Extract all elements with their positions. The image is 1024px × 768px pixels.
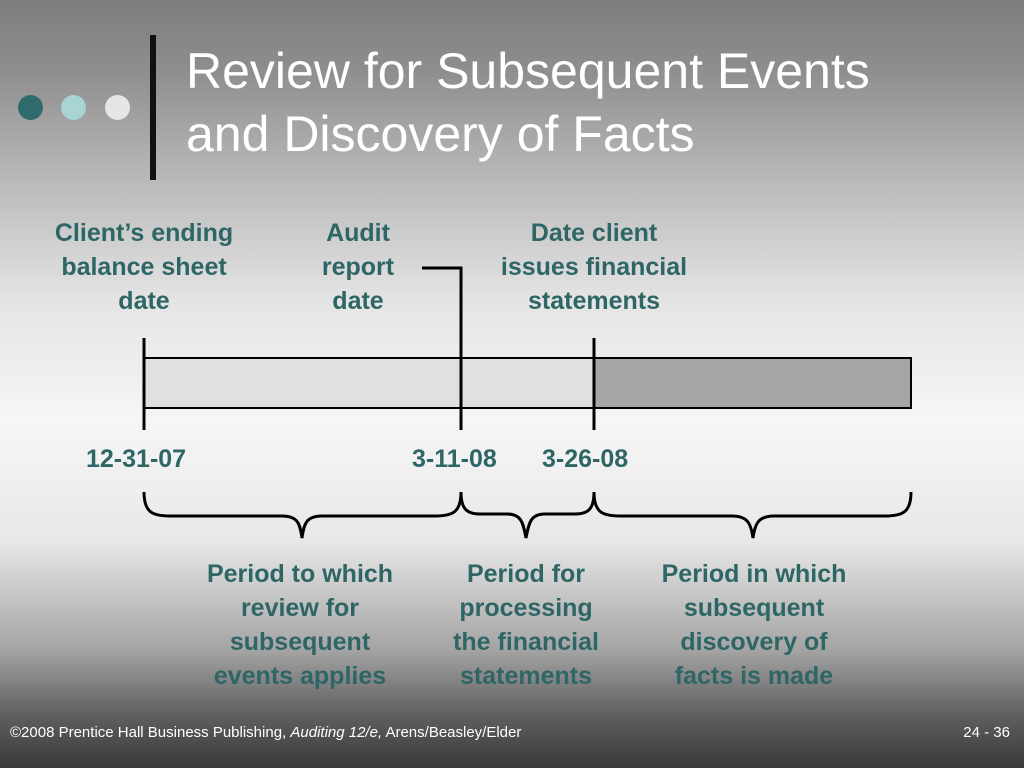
label-line: subsequent — [229, 628, 371, 656]
slide-title: Review for Subsequent Events and Discove… — [186, 40, 1016, 166]
label-line: date — [332, 287, 384, 315]
label-line: Audit — [326, 219, 390, 247]
authors-text: Arens/Beasley/Elder — [382, 724, 522, 741]
label-issue-date: Date client issues financial statements — [478, 216, 710, 318]
brace-processing — [459, 491, 596, 539]
label-line: Period for — [466, 560, 586, 588]
label-balance-sheet-date: Client’s ending balance sheet date — [30, 216, 258, 318]
dot-light-gray — [105, 95, 130, 120]
label-line: balance sheet — [61, 253, 227, 281]
label-line: subsequent — [683, 594, 825, 622]
title-line-2: and Discovery of Facts — [186, 106, 695, 162]
brace-review — [142, 491, 463, 539]
label-audit-report-date: Audit report date — [298, 216, 418, 318]
page-number: 24 - 36 — [963, 724, 1010, 741]
date-audit-report: 3-11-08 — [412, 445, 497, 473]
label-line: processing — [459, 594, 593, 622]
pre-issue-bar — [143, 357, 595, 409]
label-line: discovery of — [680, 628, 828, 656]
period-discovery-label: Period in which subsequent discovery of … — [634, 557, 874, 693]
label-line: issues financial — [500, 253, 688, 281]
label-line: facts is made — [674, 662, 834, 690]
label-line: Period in which — [661, 560, 847, 588]
period-processing-label: Period for processing the financial stat… — [428, 557, 624, 693]
date-issue: 3-26-08 — [542, 445, 629, 473]
period-review-label: Period to which review for subsequent ev… — [180, 557, 420, 693]
label-line: Period to which — [206, 560, 394, 588]
label-line: events applies — [213, 662, 387, 690]
audit-report-connector — [422, 266, 463, 338]
label-line: the financial — [453, 628, 599, 656]
label-line: review for — [240, 594, 360, 622]
label-line: statements — [528, 287, 660, 315]
date-balance-sheet: 12-31-07 — [86, 445, 187, 473]
label-line: Date client — [530, 219, 658, 247]
copyright-text: ©2008 Prentice Hall Business Publishing, — [10, 724, 291, 741]
title-line-1: Review for Subsequent Events — [186, 43, 870, 99]
label-line: statements — [460, 662, 592, 690]
label-line: date — [118, 287, 170, 315]
brace-discovery — [592, 491, 913, 539]
title-divider — [150, 35, 156, 180]
dot-dark-teal — [18, 95, 43, 120]
label-line: Client’s ending — [54, 219, 234, 247]
label-line: report — [321, 253, 395, 281]
book-title: Auditing 12/e, — [290, 724, 383, 741]
post-issue-bar — [593, 357, 912, 409]
footer-copyright: ©2008 Prentice Hall Business Publishing,… — [10, 724, 521, 741]
decorative-dots — [18, 95, 138, 121]
dot-light-teal — [61, 95, 86, 120]
